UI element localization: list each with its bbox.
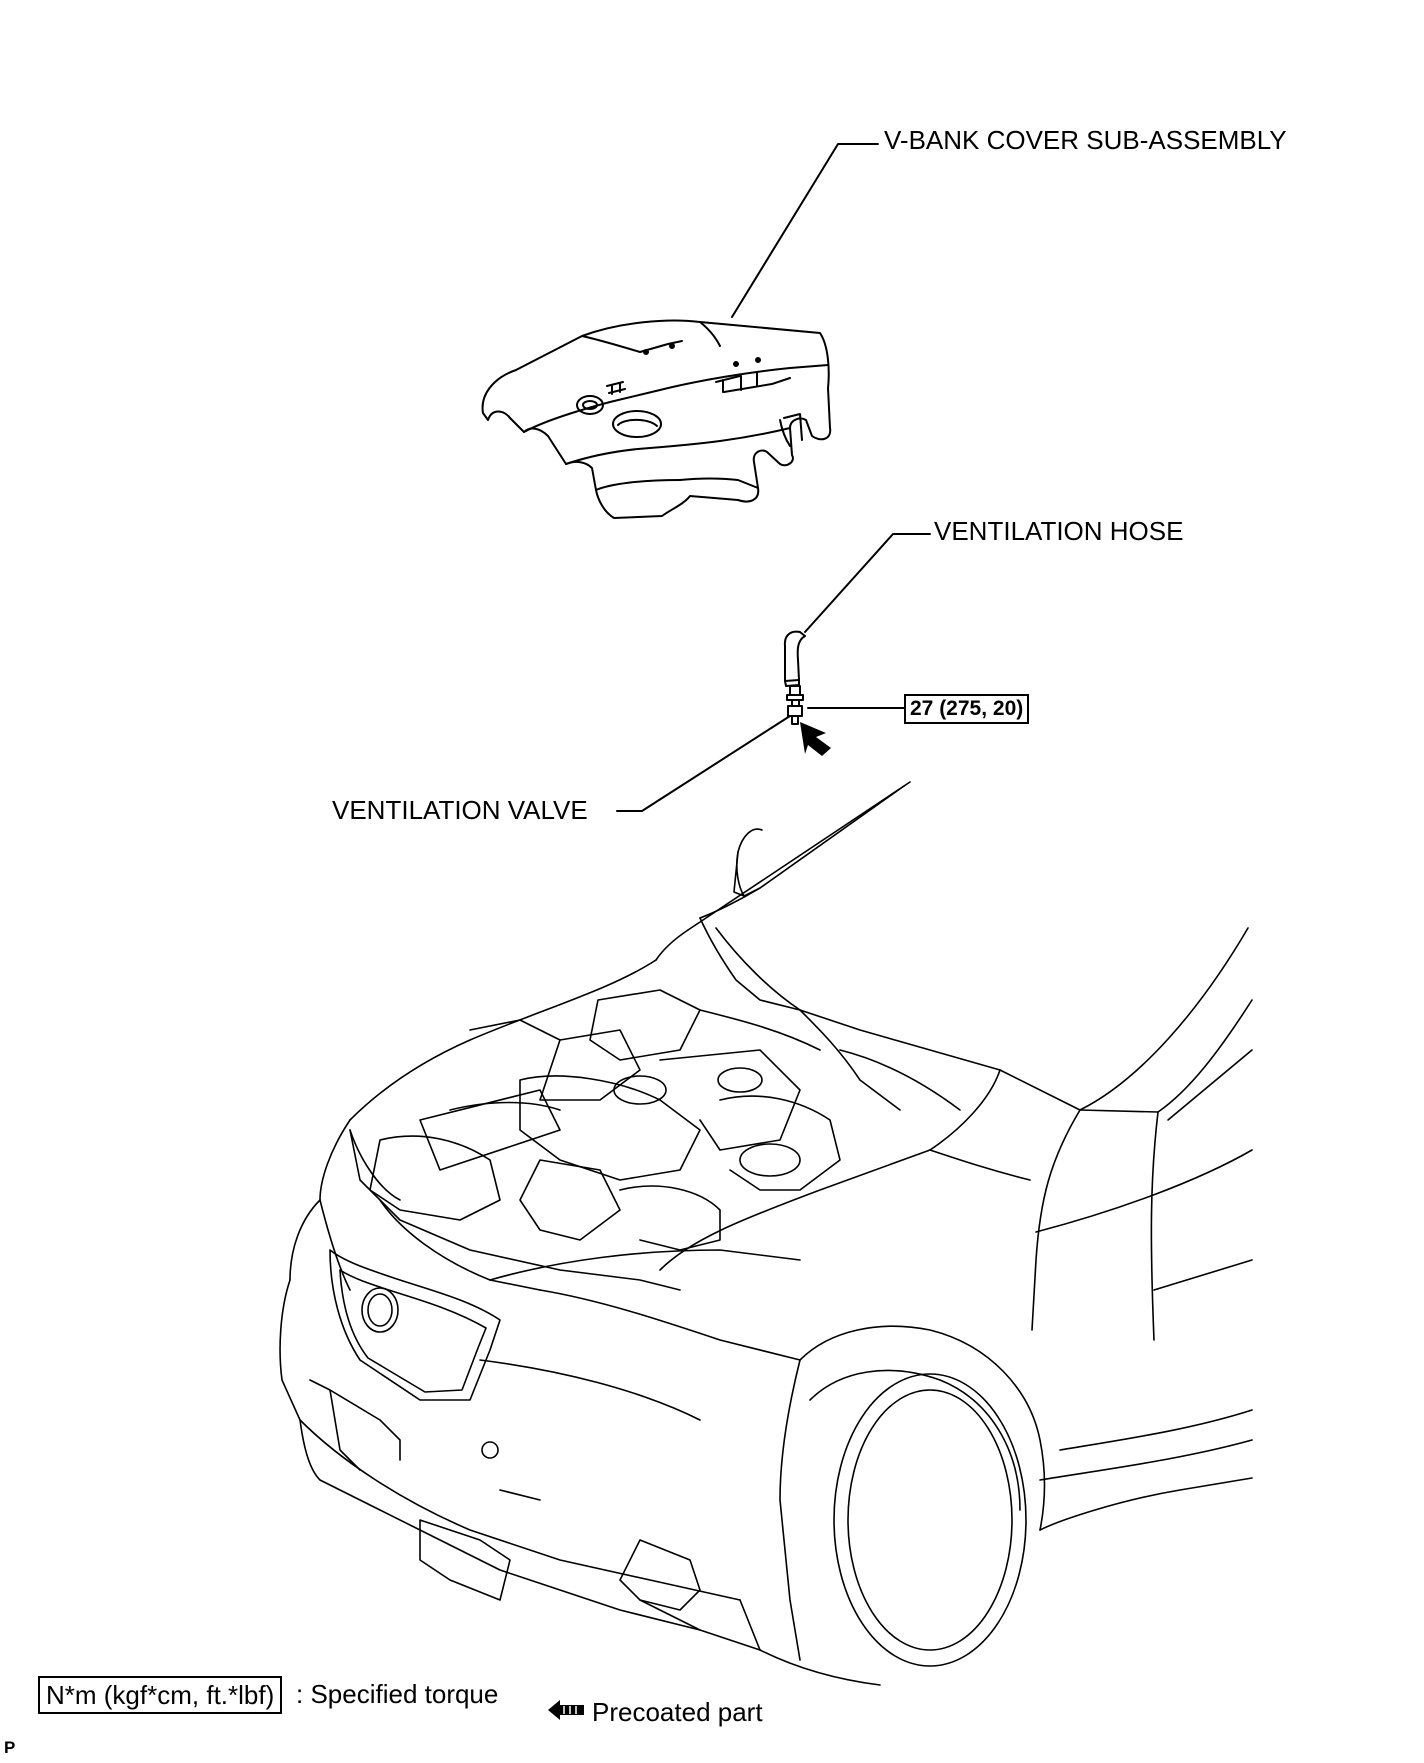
precoated-part-legend-text: Precoated part <box>592 1697 763 1727</box>
ventilation-hose-label: VENTILATION HOSE <box>934 516 1184 546</box>
ventilation-hose-part <box>783 630 806 687</box>
car-illustration <box>279 781 1253 1686</box>
precoated-arrow-icon <box>548 1700 584 1720</box>
corner-mark: P <box>4 1738 16 1757</box>
precoated-arrow-icon <box>800 722 831 756</box>
v-bank-cover-leader <box>731 143 879 318</box>
torque-units-legend-box: N*m (kgf*cm, ft.*lbf) <box>38 1676 283 1714</box>
ventilation-valve-leader <box>616 715 791 812</box>
ventilation-hose-leader <box>804 533 931 633</box>
torque-value-box: 27 (275, 20) <box>904 694 1030 724</box>
v-bank-cover-label: V-BANK COVER SUB-ASSEMBLY <box>884 125 1287 155</box>
v-bank-cover-part <box>481 319 832 519</box>
ventilation-valve-label: VENTILATION VALVE <box>332 795 588 825</box>
specified-torque-legend-text: : Specified torque <box>296 1679 499 1709</box>
ventilation-valve-part <box>786 685 804 725</box>
emblem <box>361 1287 399 1333</box>
